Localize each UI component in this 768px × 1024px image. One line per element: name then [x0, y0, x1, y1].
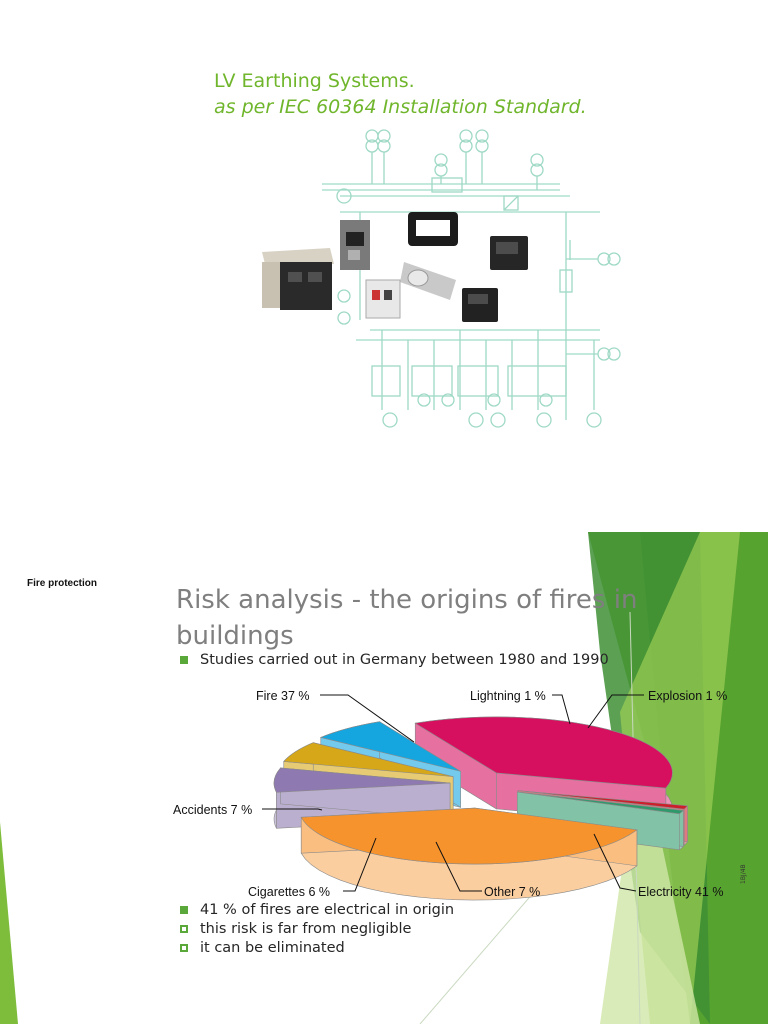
bullet-text: it can be eliminated — [200, 940, 345, 956]
bullet-electrical-share: 41 % of fires are electrical in origin — [180, 902, 454, 918]
moulded-case-breaker-image — [340, 220, 370, 270]
pie-slice-fire — [414, 716, 673, 789]
slide1-title: LV Earthing Systems. as per IEC 60364 In… — [214, 68, 587, 120]
section-label: Fire protection — [27, 578, 98, 589]
pie-slice-other — [273, 767, 451, 793]
bullet-text: this risk is far from negligible — [200, 921, 412, 937]
current-sensor-image — [408, 212, 458, 246]
leader-line-accidents — [593, 833, 637, 892]
slide-fire-risk: Fire protection Risk analysis - the orig… — [0, 532, 768, 1024]
pie-slice-accidents — [319, 721, 461, 772]
pie-slice-electricity — [300, 807, 638, 865]
rcd-module-image — [365, 279, 401, 319]
pie-label-accidents: Accidents 7 % — [173, 803, 253, 817]
bullet-text: 41 % of fires are electrical in origin — [200, 902, 455, 918]
slide1-title-line1: LV Earthing Systems. — [214, 70, 415, 92]
insulation-monitor-image — [490, 236, 528, 270]
slide1-title-line2: as per IEC 60364 Installation Standard. — [214, 96, 587, 118]
pie-label-electricity: Electricity 41 % — [638, 885, 724, 899]
bullet-square-icon — [180, 656, 188, 664]
pie-slice-explosion — [517, 791, 685, 815]
switchgear-illustration — [262, 129, 621, 428]
air-circuit-breaker-image — [262, 248, 334, 310]
pie-label-cigarettes: Cigarettes 6 % — [248, 885, 330, 899]
leader-line-electricity — [262, 808, 323, 811]
bullet-square-icon — [180, 906, 188, 914]
bullet-hollow-square-icon — [180, 925, 188, 933]
slide2-title: Risk analysis - the origins of fires in … — [176, 585, 638, 651]
leader-line-explosion — [587, 694, 644, 729]
leader-line-lightning — [552, 694, 571, 725]
bullet-eliminable: it can be eliminated — [180, 940, 345, 956]
bullet-hollow-square-icon — [180, 944, 188, 952]
pie-slice-lightning — [518, 790, 689, 810]
wiring-schematic — [322, 129, 621, 428]
slide-earthing-systems: LV Earthing Systems. as per IEC 60364 In… — [214, 68, 621, 428]
bullet-text: Studies carried out in Germany between 1… — [200, 652, 609, 668]
side-code: 1BJ/4B — [740, 864, 747, 884]
leader-line-other — [343, 837, 377, 892]
toroid-image — [400, 262, 456, 300]
pie-label-other: Other 7 % — [484, 885, 541, 899]
leader-line-fire — [320, 694, 415, 743]
fire-origins-pie-chart — [262, 694, 689, 901]
relay-image — [462, 288, 498, 322]
bullet-risk-level: this risk is far from negligible — [180, 921, 411, 937]
pie-label-lightning: Lightning 1 % — [470, 689, 546, 703]
pie-label-explosion: Explosion 1 % — [648, 689, 728, 703]
pie-slice-cigarettes — [283, 742, 454, 777]
bullet-study-source: Studies carried out in Germany between 1… — [180, 652, 609, 668]
leader-line-cigarettes — [435, 841, 482, 892]
pie-label-fire: Fire 37 % — [256, 689, 310, 703]
